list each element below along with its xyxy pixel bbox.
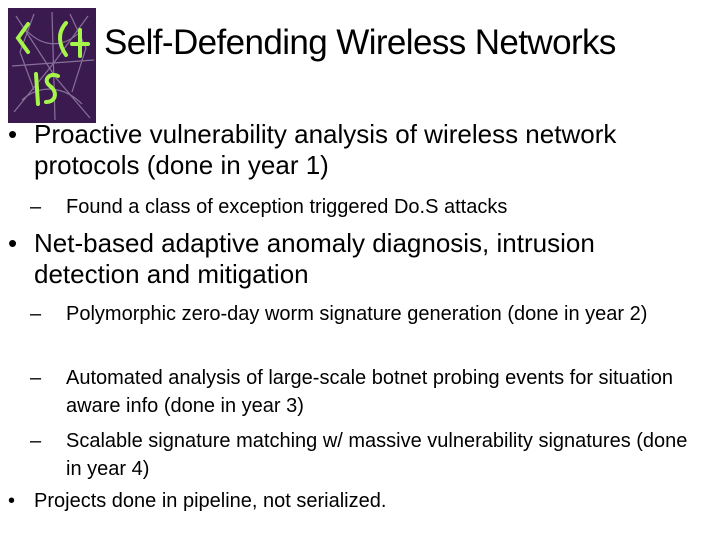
footer-bullet-item: • Projects done in pipeline, not seriali… bbox=[8, 488, 387, 514]
footer-bullet-text: Projects done in pipeline, not serialize… bbox=[34, 490, 387, 512]
bullet-marker: • bbox=[8, 490, 16, 512]
sub-bullet-text: Automated analysis of large-scale botnet… bbox=[66, 367, 674, 417]
slide-title: Self-Defending Wireless Networks bbox=[104, 23, 616, 62]
sub-bullet-text: Scalable signature matching w/ massive v… bbox=[66, 430, 688, 480]
dash-marker: – bbox=[30, 367, 42, 389]
sub-bullet-item: – Scalable signature matching w/ massive… bbox=[30, 427, 706, 483]
bullet-text: Net-based adaptive anomaly diagnosis, in… bbox=[34, 228, 595, 289]
sub-bullet-item: – Found a class of exception triggered D… bbox=[30, 193, 706, 221]
sub-bullet-item: – Polymorphic zero-day worm signature ge… bbox=[30, 300, 706, 328]
lab-logo-icon bbox=[8, 8, 96, 123]
bullet-item: • Proactive vulnerability analysis of wi… bbox=[8, 119, 694, 181]
dash-marker: – bbox=[30, 196, 42, 218]
sub-bullet-item: – Automated analysis of large-scale botn… bbox=[30, 364, 706, 420]
bullet-item: • Net-based adaptive anomaly diagnosis, … bbox=[8, 228, 694, 290]
dash-marker: – bbox=[30, 303, 42, 325]
dash-marker: – bbox=[30, 430, 42, 452]
bullet-text: Proactive vulnerability analysis of wire… bbox=[34, 119, 617, 180]
sub-bullet-text: Polymorphic zero-day worm signature gene… bbox=[66, 303, 648, 325]
bullet-marker: • bbox=[8, 228, 18, 258]
bullet-marker: • bbox=[8, 119, 18, 149]
sub-bullet-text: Found a class of exception triggered Do.… bbox=[66, 196, 508, 218]
